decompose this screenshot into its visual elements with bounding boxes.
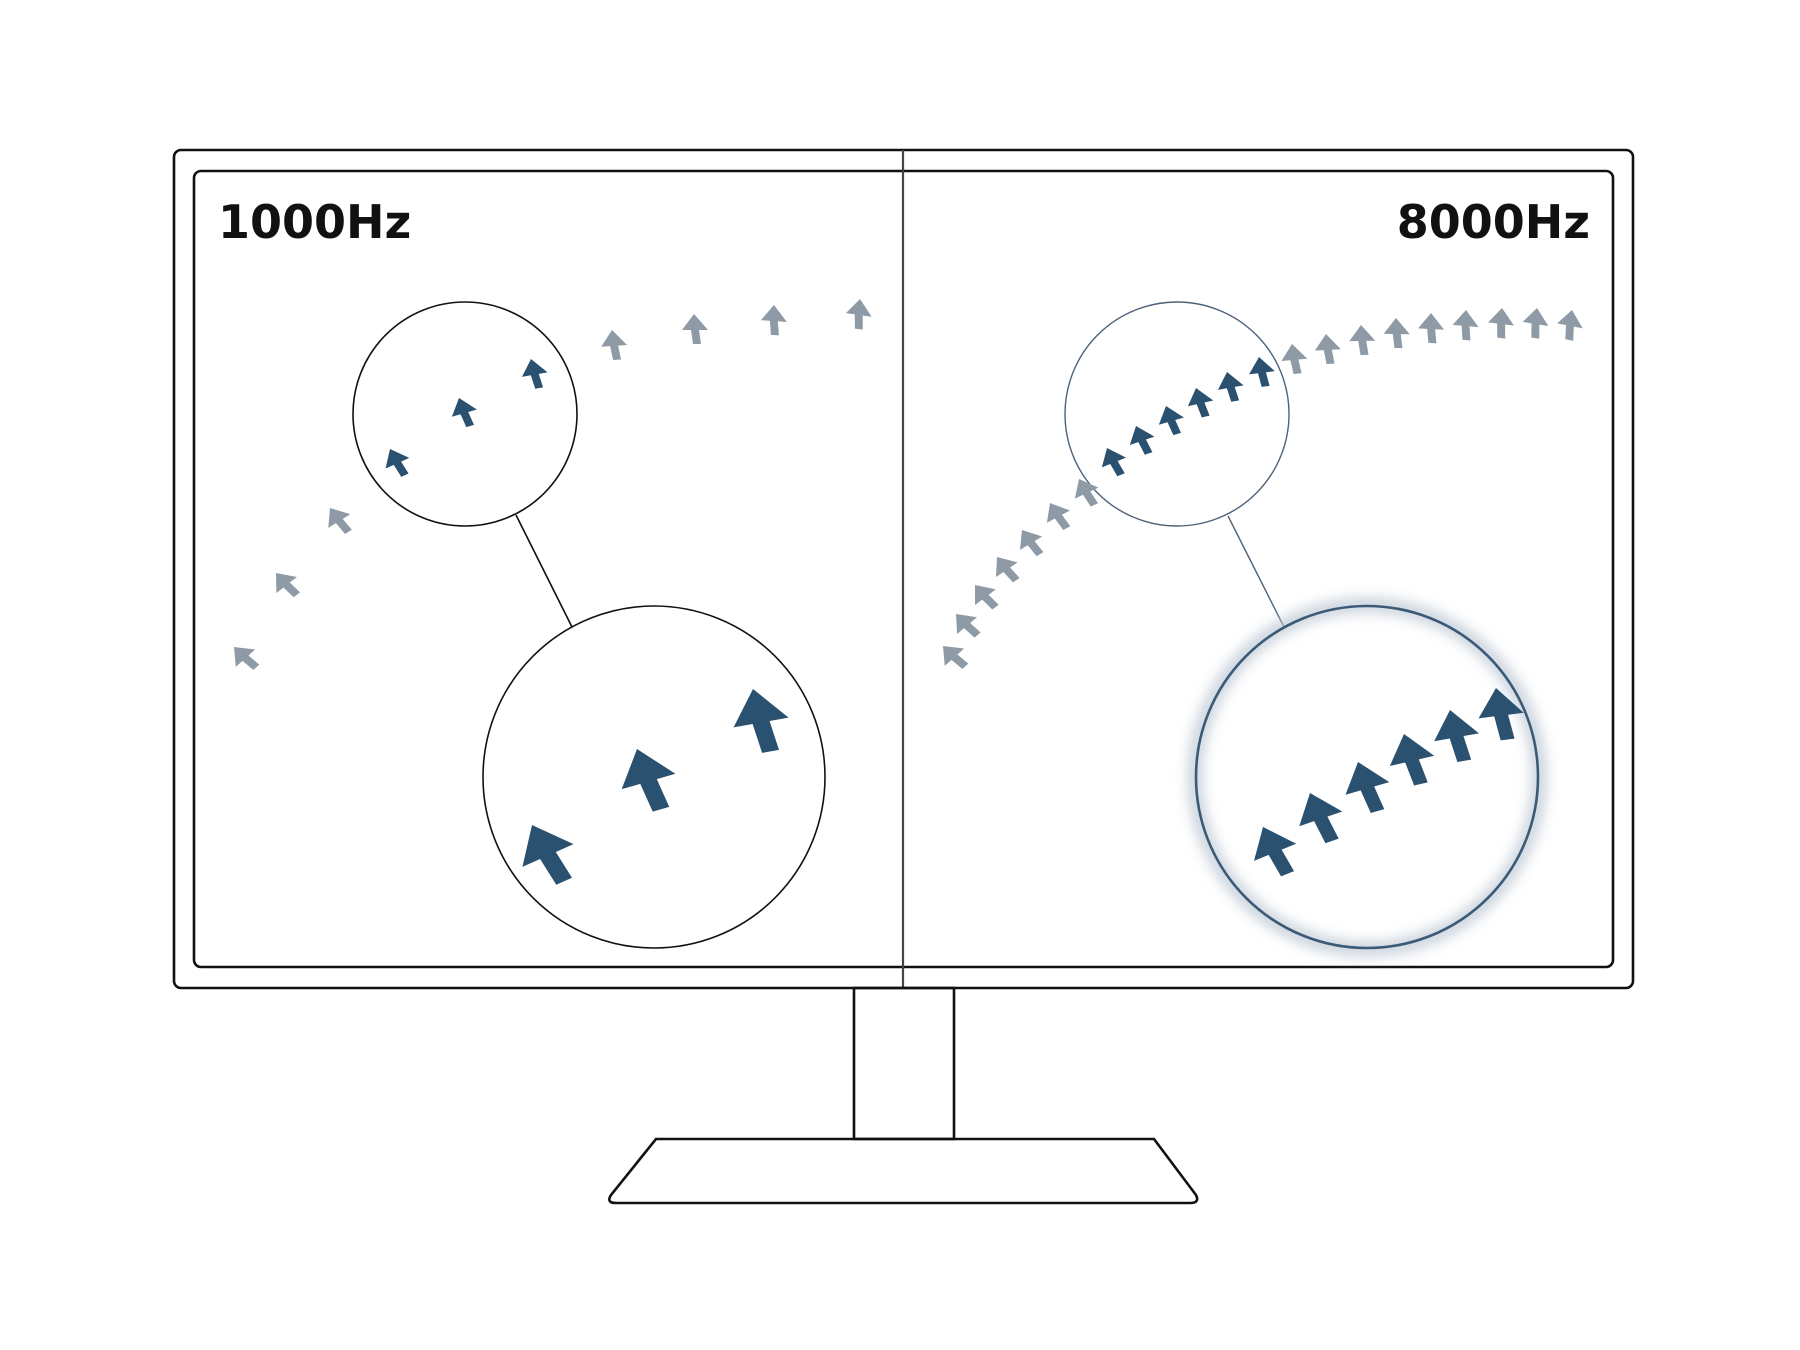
left-focus-circle [352,301,578,527]
cursor-arrow-icon [987,549,1026,589]
cursor-arrow-icon [1280,342,1309,375]
cursor-arrow-icon [759,304,788,336]
monitor-stand-base [608,1137,1199,1205]
cursor-arrow-icon [447,394,481,431]
cursor-arrow-icon [727,683,794,758]
left-magnifier [352,301,826,949]
cursor-arrow-icon [1486,306,1516,340]
cursor-arrow-icon [225,637,265,678]
cursor-arrow-icon [1383,728,1440,790]
cursor-arrow-icon [1417,312,1445,344]
right-panel-label: 8000Hz [1397,195,1590,249]
cursor-arrow-icon [1337,755,1397,819]
cursor-arrow-icon [1243,817,1306,884]
right-focus-circle [1064,301,1290,527]
cursor-arrow-icon [519,356,550,391]
cursor-arrow-icon [1124,421,1160,459]
left-panel-label: 1000Hz [218,195,411,249]
right-zoom-circle [1194,604,1540,950]
cursor-arrow-icon [1011,522,1050,562]
right-magnifier [1064,301,1545,955]
cursor-arrow-icon [1520,306,1551,340]
cursor-arrow-icon [1554,307,1586,343]
cursor-arrow-icon [266,564,306,605]
cursor-arrow-icon [1039,496,1077,536]
cursor-arrow-icon [682,314,708,344]
cursor-arrow-icon [1184,384,1217,420]
monitor [172,148,1635,1205]
right-connector-line [1227,515,1285,628]
cursor-arrow-icon [1429,705,1484,766]
cursor-arrow-icon [1383,317,1410,349]
cursor-arrow-icon [934,636,974,677]
cursor-arrow-icon [600,329,629,361]
cursor-arrow-icon [946,605,987,645]
cursor-arrow-icon [1215,369,1246,404]
cursor-trails [225,297,1586,895]
cursor-arrow-icon [1154,402,1188,439]
left-zoom-circle [482,605,826,949]
cursor-arrow-icon [843,297,874,331]
cursor-arrow-icon [1095,442,1132,481]
cursor-arrow-icon [965,576,1005,617]
cursor-arrow-icon [319,500,358,540]
cursor-arrow-icon [1314,333,1342,365]
cursor-arrow-icon [612,740,684,819]
cursor-arrow-icon [1451,308,1480,342]
monitor-stand-neck [852,986,956,1141]
cursor-arrow-icon [1349,324,1376,356]
cursor-arrow-icon [1247,355,1277,389]
cursor-arrow-icon [1290,785,1351,850]
cursor-arrow-icon [379,443,415,482]
left-connector-line [515,514,573,628]
